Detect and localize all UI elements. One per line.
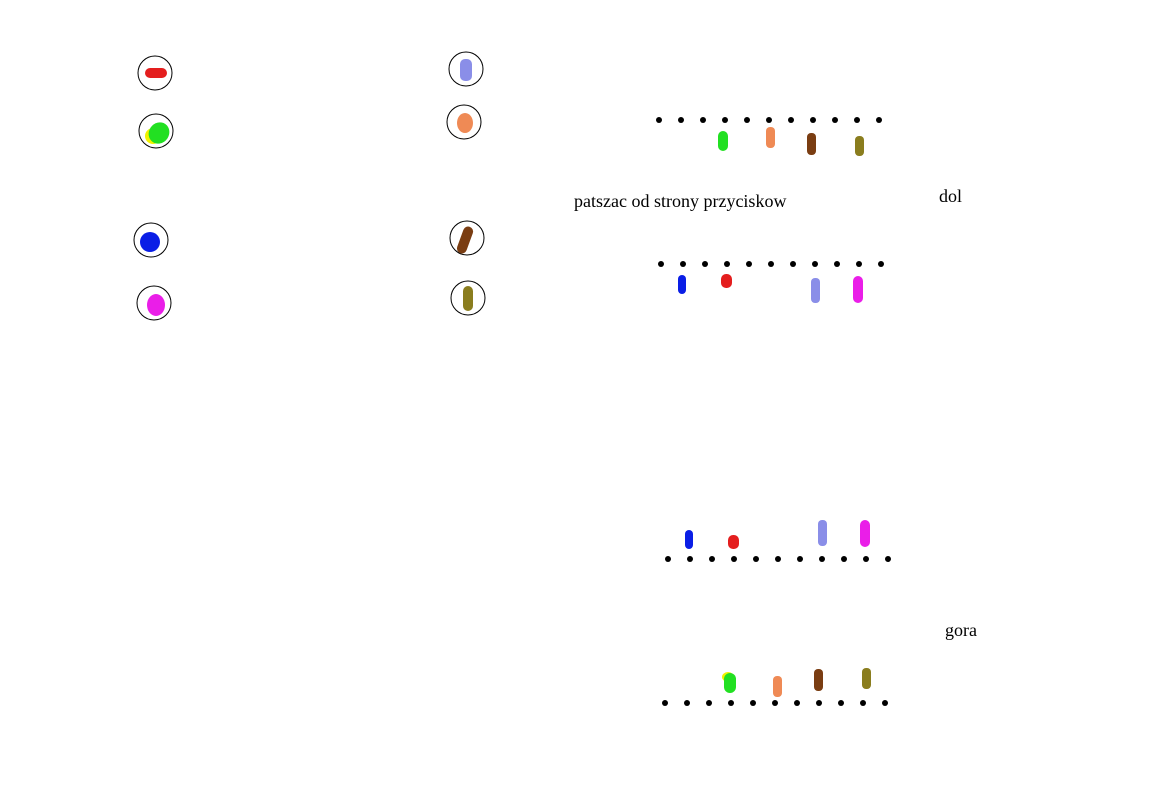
wire-blue: [685, 530, 693, 549]
top-view-row-2: [662, 668, 888, 706]
pin-dot: [709, 556, 715, 562]
pin-dots-row: [656, 117, 882, 123]
pin-dot: [700, 117, 706, 123]
pin-dot: [728, 700, 734, 706]
pin-dot: [797, 556, 803, 562]
pin-dot: [662, 700, 668, 706]
pin-dot: [832, 117, 838, 123]
pin-dot: [680, 261, 686, 267]
pin-dot: [731, 556, 737, 562]
wire-green: [724, 673, 736, 693]
pin-dot: [753, 556, 759, 562]
top-view-row-1: [665, 520, 891, 562]
pin-dot: [860, 700, 866, 706]
wire-olive: [862, 668, 871, 689]
pin-dots-row: [665, 556, 891, 562]
pin-dot: [790, 261, 796, 267]
pin-dot: [746, 261, 752, 267]
pin-dot: [838, 700, 844, 706]
pin-dot: [810, 117, 816, 123]
pin-dot: [876, 117, 882, 123]
wire-color-legend: [133, 51, 486, 321]
wire-orange: [766, 127, 775, 148]
pin-dot: [706, 700, 712, 706]
pin-dot: [768, 261, 774, 267]
wire-blue: [678, 275, 686, 294]
pin-dot: [863, 556, 869, 562]
pin-dot: [722, 117, 728, 123]
pin-dot: [724, 261, 730, 267]
pin-dots-row: [662, 700, 888, 706]
pin-dot: [744, 117, 750, 123]
pin-dot: [854, 117, 860, 123]
pin-dot: [658, 261, 664, 267]
wire-lavender: [811, 278, 820, 303]
pin-dot: [882, 700, 888, 706]
wire-brown: [814, 669, 823, 691]
top-side-label: gora: [945, 620, 977, 640]
pin-dot: [794, 700, 800, 706]
legend-blue: [133, 222, 169, 258]
pin-dot: [772, 700, 778, 706]
legend-magenta: [136, 285, 172, 321]
pin-dot: [841, 556, 847, 562]
legend-lavender: [448, 51, 484, 87]
wire-brown: [807, 133, 816, 155]
pin-dot: [766, 117, 772, 123]
pin-dot: [684, 700, 690, 706]
pin-dot: [816, 700, 822, 706]
pin-dot: [665, 556, 671, 562]
legend-orange: [446, 104, 482, 140]
pin-dot: [788, 117, 794, 123]
view-direction-label: patszac od strony przyciskow: [574, 191, 787, 211]
legend-green-yellow: [138, 113, 174, 149]
bottom-side-label: dol: [939, 186, 963, 206]
wire-orange: [773, 676, 782, 697]
bottom-view-row-2: [658, 261, 884, 303]
legend-red: [137, 55, 173, 91]
pin-dot: [775, 556, 781, 562]
pin-dots-row: [658, 261, 884, 267]
wire-olive: [855, 136, 864, 156]
wire-lavender: [818, 520, 827, 546]
pin-dot: [656, 117, 662, 123]
legend-olive: [450, 280, 486, 316]
pin-dot: [678, 117, 684, 123]
pin-dot: [834, 261, 840, 267]
pin-dot: [812, 261, 818, 267]
pin-dot: [702, 261, 708, 267]
wire-magenta: [853, 276, 863, 303]
pin-dot: [687, 556, 693, 562]
pin-dot: [856, 261, 862, 267]
pin-dot: [750, 700, 756, 706]
wire-red: [728, 535, 739, 549]
pin-dot: [819, 556, 825, 562]
wire-green: [718, 131, 728, 151]
pin-dot: [878, 261, 884, 267]
legend-brown: [449, 220, 485, 256]
bottom-view-row-1: [656, 117, 882, 156]
wire-red: [721, 274, 732, 288]
pin-dot: [885, 556, 891, 562]
wire-magenta: [860, 520, 870, 547]
